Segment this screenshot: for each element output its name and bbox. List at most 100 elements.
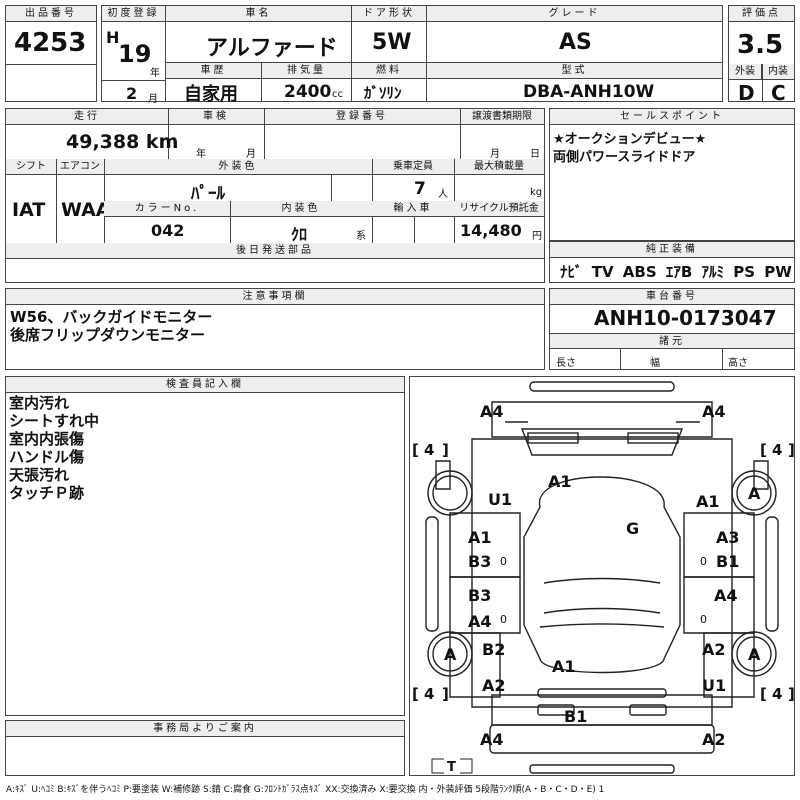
color-no-label: カラーNo.: [104, 201, 230, 217]
office-label: 事務局よりご案内: [6, 721, 404, 737]
damage-code: B1: [716, 552, 739, 571]
chassis-number: ANH10-0173047: [594, 306, 777, 330]
damage-code: A4: [468, 612, 492, 631]
caution-label: 注意事項欄: [6, 289, 544, 305]
equipment-label: 純正装備: [550, 242, 794, 258]
svg-text:[: [: [760, 441, 767, 459]
int-color: ｸﾛ: [291, 225, 308, 244]
inspector-note: 室内内張傷: [9, 430, 85, 448]
color-no: 042: [151, 221, 185, 240]
fuel-label: 燃料: [352, 63, 426, 79]
tire-depth: 4: [424, 441, 434, 459]
reg-no-label: 登録番号: [264, 109, 460, 125]
inspector-box: 検査員記入欄 室内汚れ シートすれ中 室内内張傷 ハンドル傷 天張汚れ タッチＰ…: [5, 376, 405, 716]
displacement-label: 排気量: [262, 63, 351, 79]
later-parts-label: 後日発送部品: [6, 243, 544, 259]
score: 3.5: [737, 30, 784, 60]
car-diagram-svg: A4 A4 A1 U1 A1 A G A1 B3 A3 B1 B3 A4 A4 …: [412, 381, 794, 775]
max-load-unit: kg: [530, 187, 543, 198]
fuel: ｶﾞｿﾘﾝ: [364, 84, 402, 102]
history: 自家用: [184, 84, 238, 105]
damage-code: B3: [468, 586, 491, 605]
model-label: 型式: [427, 63, 722, 79]
recycle-label: リサイクル預託金: [454, 201, 544, 217]
specs-label: 諸元: [550, 333, 794, 349]
svg-text:[: [: [412, 685, 419, 703]
ext-color-label: 外装色: [104, 159, 372, 175]
transfer-month-unit: 月: [490, 149, 500, 160]
recycle-unit: 円: [532, 231, 542, 242]
tire-depth: 4: [772, 685, 782, 703]
inspector-label: 検査員記入欄: [6, 377, 404, 393]
capacity-unit: 人: [438, 189, 448, 200]
history-label: 車歴: [166, 63, 261, 79]
year-unit: 年: [150, 68, 160, 79]
model-code: DBA-ANH10W: [523, 82, 655, 102]
svg-text:[: [: [760, 685, 767, 703]
svg-text:]: ]: [788, 685, 794, 703]
shift: IAT: [12, 199, 46, 221]
transfer-label: 譲渡書類期限: [460, 109, 544, 125]
equipment-items: ﾅﾋﾞ TV ABS ｴｱB ｱﾙﾐ PS PW: [560, 263, 792, 281]
small-mark: 0: [700, 613, 707, 626]
inspector-note: タッチＰ跡: [9, 484, 85, 502]
exterior-grade: D: [738, 81, 755, 105]
inspector-note: シートすれ中: [9, 412, 100, 430]
first-reg-month: 2: [126, 84, 138, 103]
chassis-box: 車台番号 ANH10-0173047 諸元 長さ 幅 高さ: [549, 288, 795, 370]
damage-code: A: [748, 645, 761, 664]
grade: AS: [559, 30, 592, 55]
damage-code: A4: [480, 730, 504, 749]
sales-point-line: 両側パワースライドドア: [553, 150, 696, 165]
interior-grade: C: [771, 81, 786, 105]
history-box: 車歴 自家用: [165, 62, 262, 105]
score-box: 評価点 3.5 外装 内装 D C: [728, 5, 795, 105]
damage-code: B3: [468, 552, 491, 571]
era: H: [106, 28, 120, 47]
damage-code: A2: [702, 730, 726, 749]
damage-code: A2: [702, 640, 726, 659]
first-registration-label: 初度登録: [102, 6, 165, 22]
displacement-unit: cc: [332, 89, 343, 100]
damage-code: U1: [702, 676, 726, 695]
month-unit: 月: [148, 94, 158, 105]
damage-code: A: [444, 645, 457, 664]
ext-color: ﾊﾟｰﾙ: [191, 184, 225, 204]
first-reg-year: 19: [118, 40, 152, 68]
damage-diagram: A4 A4 A1 U1 A1 A G A1 B3 A3 B1 B3 A4 A4 …: [409, 376, 795, 776]
equipment-box: 純正装備 ﾅﾋﾞ TV ABS ｴｱB ｱﾙﾐ PS PW: [549, 241, 795, 283]
svg-text:]: ]: [442, 685, 449, 703]
sales-point-line: ★オークションデビュー★: [553, 132, 707, 147]
mileage-label: 走行: [6, 109, 168, 125]
displacement-box: 排気量 2400 cc: [261, 62, 352, 102]
capacity: 7: [414, 179, 426, 199]
inspector-note: 天張汚れ: [9, 466, 70, 484]
damage-code: A4: [714, 586, 738, 605]
sales-points-box: セールスポイント ★オークションデビュー★ 両側パワースライドドア: [549, 108, 795, 241]
damage-code: A1: [548, 472, 572, 491]
int-color-label: 内装色: [230, 201, 372, 217]
length-label: 長さ: [556, 358, 576, 369]
door-type: 5W: [372, 30, 412, 55]
door-box: ドア形状 5W: [351, 5, 427, 63]
tire-depth: 4: [424, 685, 434, 703]
shift-label: シフト: [6, 159, 56, 175]
inspection-month-unit: 月: [246, 149, 256, 160]
sales-points-label: セールスポイント: [550, 109, 794, 125]
width-label: 幅: [650, 358, 660, 369]
damage-code: A4: [480, 402, 504, 421]
small-mark: 0: [500, 613, 507, 626]
int-color-unit: 系: [356, 231, 366, 242]
details-box: 走行 車検 登録番号 譲渡書類期限 49,388 km 年 月 月 日 シフト …: [5, 108, 545, 283]
damage-code: A: [748, 484, 761, 503]
height-label: 高さ: [728, 358, 748, 369]
lot-number-box: 出品番号 4253: [5, 5, 97, 102]
displacement: 2400: [284, 82, 332, 102]
small-mark: 0: [500, 555, 507, 568]
caution-box: 注意事項欄 W56、バックガイドモニター 後席フリップダウンモニター: [5, 288, 545, 370]
car-name: アルファード: [206, 36, 338, 61]
tire-depth: 4: [772, 441, 782, 459]
damage-code: A3: [716, 528, 740, 547]
small-mark: 0: [700, 555, 707, 568]
inspection-label: 車検: [168, 109, 264, 125]
